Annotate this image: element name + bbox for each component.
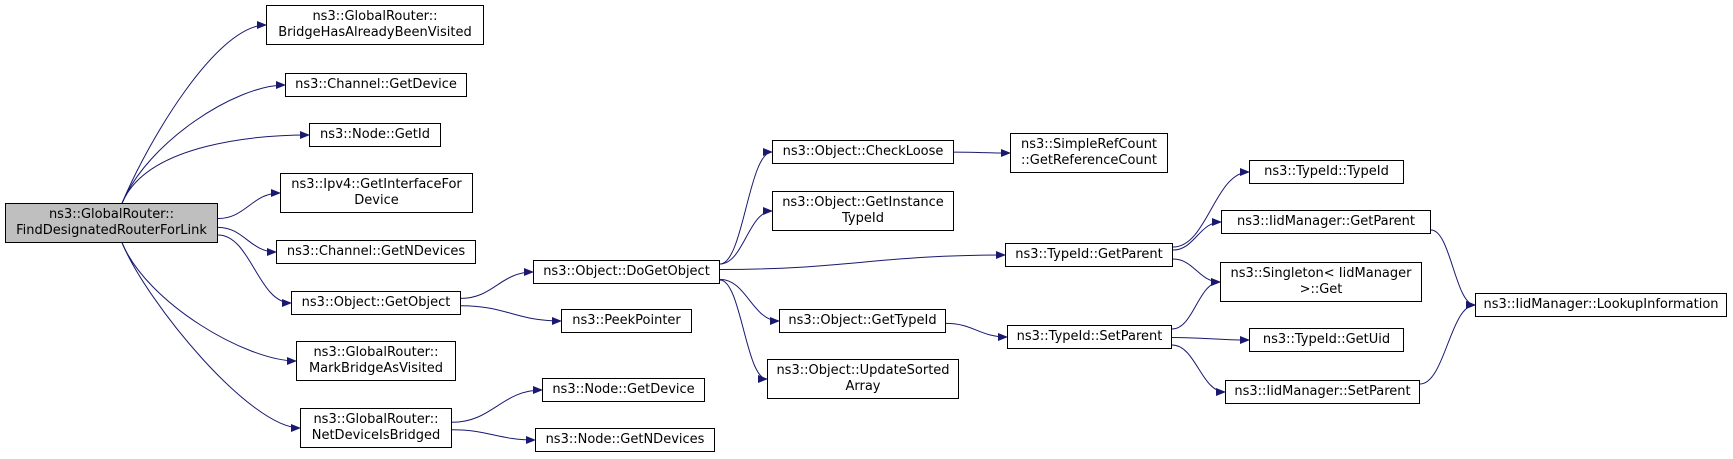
node-label-line: ns3::Node::GetDevice [552, 382, 695, 397]
node-iidmanager-setparent[interactable]: ns3::IidManager::SetParent [1225, 380, 1420, 404]
node-label-line: ns3::TypeId::GetUid [1262, 332, 1391, 347]
node-label-line: ns3::IidManager::GetParent [1236, 214, 1416, 229]
node-typeid-typeid[interactable]: ns3::TypeId::TypeId [1249, 160, 1404, 184]
edge-object_dogetobject-to-object_gettypeid [719, 278, 780, 325]
node-label-line: ns3::Object::DoGetObject [543, 264, 710, 279]
edge-netdevice_bridged-to-node_getdevice [451, 386, 543, 423]
edge-root-to-mark_bridge [121, 242, 297, 365]
edge-typeid_getparent-to-iidmanager_getparent [1172, 218, 1222, 251]
node-label-line: ns3::Channel::GetDevice [295, 77, 457, 92]
node-object-checkloose[interactable]: ns3::Object::CheckLoose [772, 140, 954, 164]
node-label-line: ns3::Object::CheckLoose [782, 144, 944, 159]
node-label-line: ns3::Singleton< IidManager [1230, 266, 1412, 281]
node-peekpointer[interactable]: ns3::PeekPointer [561, 309, 692, 333]
edge-iidmanager_setparent-to-iidmanager_lookup [1419, 301, 1476, 385]
node-root-find-designated-router: ns3::GlobalRouter:: FindDesignatedRouter… [5, 203, 218, 243]
edge-root-to-channel_getndevices [217, 226, 277, 256]
edge-root-to-bridge_visited [121, 21, 267, 204]
edge-typeid_setparent-to-singleton_get [1171, 278, 1221, 330]
node-object-updatesortedarray[interactable]: ns3::Object::UpdateSorted Array [767, 359, 959, 399]
node-label-line: NetDeviceIsBridged [311, 428, 441, 443]
node-ipv4-getinterfacefordevice[interactable]: ns3::Ipv4::GetInterfaceFor Device [280, 173, 473, 213]
node-mark-bridge-as-visited[interactable]: ns3::GlobalRouter:: MarkBridgeAsVisited [296, 341, 456, 381]
edge-object_dogetobject-to-object_checkloose [719, 148, 773, 265]
node-label-line: ns3::TypeId::GetParent [1015, 247, 1163, 262]
node-label-line: >::Get [1299, 282, 1343, 297]
node-object-gettypeid[interactable]: ns3::Object::GetTypeId [779, 309, 946, 333]
node-label-line: ns3::GlobalRouter:: [313, 345, 439, 360]
edge-root-to-netdevice_bridged [121, 242, 301, 432]
node-typeid-getparent[interactable]: ns3::TypeId::GetParent [1005, 243, 1173, 267]
node-simplerefcount-getreferencecount[interactable]: ns3::SimpleRefCount ::GetReferenceCount [1010, 133, 1168, 173]
node-label-line: ns3::Object::UpdateSorted [776, 363, 950, 378]
edge-root-to-channel_getdevice [121, 81, 286, 204]
node-label-line: ns3::GlobalRouter:: [313, 412, 439, 427]
node-label-line: ns3::Channel::GetNDevices [286, 244, 466, 259]
edge-iidmanager_getparent-to-iidmanager_lookup [1430, 229, 1476, 309]
node-label-line: BridgeHasAlreadyBeenVisited [278, 25, 472, 40]
edge-root-to-ipv4_getinterface [217, 189, 281, 219]
edge-object_gettypeid-to-typeid_setparent [945, 322, 1008, 341]
node-object-dogetobject[interactable]: ns3::Object::DoGetObject [533, 260, 720, 284]
node-iidmanager-lookupinformation[interactable]: ns3::IidManager::LookupInformation [1475, 293, 1727, 317]
edge-object_dogetobject-to-object_updatesorted [719, 279, 768, 383]
edge-typeid_setparent-to-typeid_getuid [1171, 335, 1250, 344]
node-label-line: MarkBridgeAsVisited [308, 361, 444, 376]
node-label-line: FindDesignatedRouterForLink [16, 223, 207, 238]
edge-typeid_setparent-to-iidmanager_setparent [1171, 344, 1226, 396]
node-iidmanager-getparent[interactable]: ns3::IidManager::GetParent [1221, 210, 1431, 234]
node-node-getid[interactable]: ns3::Node::GetId [309, 123, 441, 147]
node-bridge-has-already-been-visited[interactable]: ns3::GlobalRouter:: BridgeHasAlreadyBeen… [266, 5, 484, 45]
node-label-line: TypeId [842, 211, 884, 226]
node-singleton-iidmanager-get[interactable]: ns3::Singleton< IidManager >::Get [1220, 262, 1422, 302]
edge-object_getobject-to-object_dogetobject [460, 268, 534, 299]
edge-root-to-node_getid [121, 131, 310, 204]
node-typeid-setparent[interactable]: ns3::TypeId::SetParent [1007, 325, 1172, 349]
node-label-line: ns3::IidManager::SetParent [1234, 384, 1411, 399]
node-label-line: ns3::Object::GetInstance [782, 195, 944, 210]
edge-typeid_getparent-to-typeid_typeid [1172, 168, 1250, 248]
node-label-line: ns3::Node::GetNDevices [545, 432, 705, 447]
node-label-line: ::GetReferenceCount [1021, 153, 1157, 168]
node-label-line: ns3::GlobalRouter:: [312, 9, 438, 24]
node-label-line: ns3::SimpleRefCount [1020, 137, 1158, 152]
node-label-line: ns3::PeekPointer [572, 313, 681, 328]
node-label-line: Device [354, 193, 399, 208]
edge-typeid_getparent-to-singleton_get [1172, 258, 1221, 286]
node-label-line: ns3::Node::GetId [320, 127, 430, 142]
edge-netdevice_bridged-to-node_getndevices [451, 429, 536, 444]
node-typeid-getuid[interactable]: ns3::TypeId::GetUid [1249, 328, 1404, 352]
node-object-getobject[interactable]: ns3::Object::GetObject [291, 291, 461, 315]
node-label-line: Array [845, 379, 881, 394]
edge-object_dogetobject-to-object_getinstancetypeid [719, 207, 773, 265]
node-channel-getndevices[interactable]: ns3::Channel::GetNDevices [276, 240, 476, 264]
edge-object_checkloose-to-simplerefcount [953, 148, 1011, 157]
node-label-line: ns3::TypeId::SetParent [1016, 329, 1163, 344]
node-node-getdevice[interactable]: ns3::Node::GetDevice [542, 378, 705, 402]
node-channel-getdevice[interactable]: ns3::Channel::GetDevice [285, 73, 467, 97]
node-label-line: ns3::IidManager::LookupInformation [1483, 297, 1719, 312]
node-label-line: ns3::Object::GetObject [301, 295, 451, 310]
node-object-getinstancetypeid[interactable]: ns3::Object::GetInstance TypeId [772, 191, 954, 231]
node-label-line: ns3::TypeId::TypeId [1264, 164, 1389, 179]
node-netdevice-is-bridged[interactable]: ns3::GlobalRouter:: NetDeviceIsBridged [300, 408, 452, 448]
node-node-getndevices[interactable]: ns3::Node::GetNDevices [535, 428, 715, 452]
edge-object_getobject-to-peekpointer [460, 305, 562, 325]
node-label-line: ns3::GlobalRouter:: [48, 207, 175, 222]
node-label-line: ns3::Ipv4::GetInterfaceFor [291, 177, 462, 192]
node-label-line: ns3::Object::GetTypeId [788, 313, 937, 328]
edge-root-to-object_getobject [217, 234, 292, 307]
edge-object_dogetobject-to-typeid_getparent [719, 251, 1006, 270]
